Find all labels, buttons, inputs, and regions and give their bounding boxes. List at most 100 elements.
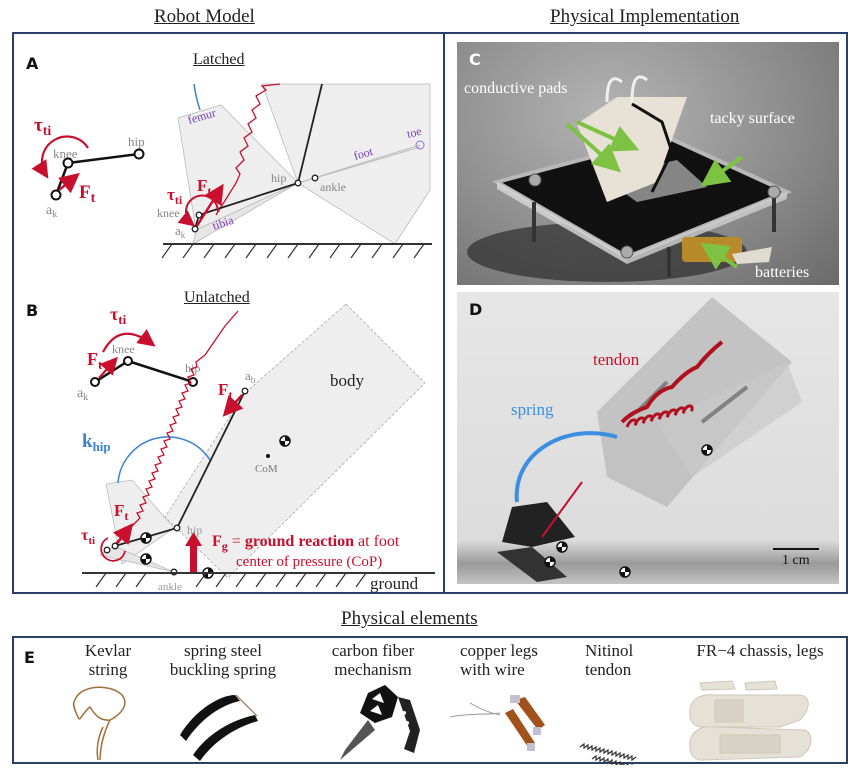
panel-c-photo: C conductive pads tacky surface batterie… xyxy=(457,42,839,285)
battery-arrow xyxy=(700,242,739,270)
com-marker-2 xyxy=(556,541,568,553)
hip-joint xyxy=(133,148,145,160)
conductive-pads-label: conductive pads xyxy=(464,80,568,97)
physical-elements-frame xyxy=(12,636,848,764)
hip-label-large: hip xyxy=(271,171,286,185)
com-dot xyxy=(266,454,270,458)
physical-implementation-frame xyxy=(443,32,848,594)
tibia-label: tibia xyxy=(211,213,236,233)
knee-joint-large xyxy=(195,211,203,219)
panel-b-title: Unlatched xyxy=(184,289,250,306)
panel-d-label: D xyxy=(469,300,483,319)
ground-hatch xyxy=(161,243,425,259)
physical-implementation-header: Physical Implementation xyxy=(550,6,740,27)
ground-hatch xyxy=(95,572,367,588)
tau-label-large: τti xyxy=(81,527,95,547)
hip-spring-arc xyxy=(117,436,211,484)
body-link xyxy=(297,83,323,184)
hip-joint-large xyxy=(173,524,181,532)
robot-jump-render xyxy=(497,297,819,582)
panel-b-large-diagram xyxy=(82,303,435,588)
com-marker-foot xyxy=(140,553,152,565)
com-label: CoM xyxy=(255,463,278,475)
com-marker-body xyxy=(279,435,291,447)
ft-label-body: Ft xyxy=(218,380,232,402)
knee-joint-large xyxy=(111,542,119,550)
toe-marker xyxy=(415,140,425,150)
ak-joint xyxy=(90,377,100,387)
robot-body xyxy=(597,297,792,507)
ab-joint xyxy=(241,387,249,395)
spring-label: spring xyxy=(511,400,554,419)
foot-label: foot xyxy=(352,144,375,163)
hip-label: hip xyxy=(128,134,145,149)
hip-joint xyxy=(188,377,198,387)
physical-elements-header: Physical elements xyxy=(341,608,478,629)
spring-arc xyxy=(514,431,618,503)
panel-d-photo: D tendon spring 1 cm xyxy=(457,292,839,584)
pads-arrow-2 xyxy=(565,122,621,173)
panel-b-label: B xyxy=(26,301,39,320)
ak-label-large: ak xyxy=(175,223,186,240)
com-marker-tibia xyxy=(140,532,152,544)
nitinol-tendon-image xyxy=(579,742,637,765)
panel-e-images xyxy=(72,680,812,765)
torque-arrow xyxy=(102,329,156,353)
tendon-force-arrow xyxy=(98,356,118,379)
ak-label: ak xyxy=(77,386,88,403)
tau-label: τti xyxy=(110,304,127,327)
tibia-shape xyxy=(192,182,299,245)
body-shape xyxy=(261,83,431,245)
tendon-zigzag xyxy=(114,310,239,545)
knee-label: knee xyxy=(112,342,135,356)
tacky-surface-label: tacky surface xyxy=(710,110,795,127)
hip-label-large: hip xyxy=(187,523,202,537)
ankle-label-large: ankle xyxy=(158,581,182,593)
batteries-label: batteries xyxy=(755,264,810,281)
ground-reaction-arrow-shaft xyxy=(190,544,197,574)
tendon-label: tendon xyxy=(593,350,640,369)
panel-a-diagram: τti knee hip ak Ft xyxy=(31,83,432,259)
panel-a-small-linkage xyxy=(31,135,145,201)
body-label: body xyxy=(330,371,365,390)
ft-label-tibia: Ft xyxy=(114,501,128,523)
tacky-arrow xyxy=(700,155,744,187)
cop-label: center of pressure (CoP) xyxy=(236,554,382,570)
hip-spring xyxy=(193,83,201,111)
carbon-mechanism xyxy=(502,502,575,547)
fg-equation: Fg = ground reaction at foot xyxy=(212,533,400,553)
scale-label: 1 cm xyxy=(782,553,810,568)
com-marker-3 xyxy=(544,556,556,568)
element-fr4-label: FR−4 chassis, legs xyxy=(696,641,824,660)
ak-joint-large xyxy=(103,546,111,554)
toe-label: toe xyxy=(405,124,423,141)
femur-link xyxy=(67,152,140,165)
robot-model-header: Robot Model xyxy=(154,6,255,27)
ak-joint-large xyxy=(191,225,199,233)
panel-b-small-linkage xyxy=(90,329,198,387)
ground-reaction-arrow-head xyxy=(185,532,202,546)
ankle-joint-large xyxy=(311,174,319,182)
panel-e-label: E xyxy=(24,648,35,667)
torque-arrow-large xyxy=(100,537,126,562)
ground-label: ground xyxy=(370,574,419,593)
body-tendon-force-arrow xyxy=(222,394,244,417)
hip-joint-large xyxy=(294,179,302,187)
knee-label: knee xyxy=(53,146,78,161)
panel-c-label: C xyxy=(469,50,481,69)
robot-photo-render xyxy=(467,75,793,282)
panel-b-diagram: τti knee hip ak Ft xyxy=(77,303,435,593)
tibia-tendon-force-arrow xyxy=(112,523,134,547)
com-marker-1 xyxy=(701,444,713,456)
knee-joint xyxy=(123,356,133,366)
copper-legs-image xyxy=(449,695,545,751)
ak-label: ak xyxy=(46,203,57,220)
ankle-label-large: ankle xyxy=(320,180,346,194)
panel-a-large-diagram xyxy=(161,83,432,259)
torque-arrow xyxy=(31,135,89,179)
